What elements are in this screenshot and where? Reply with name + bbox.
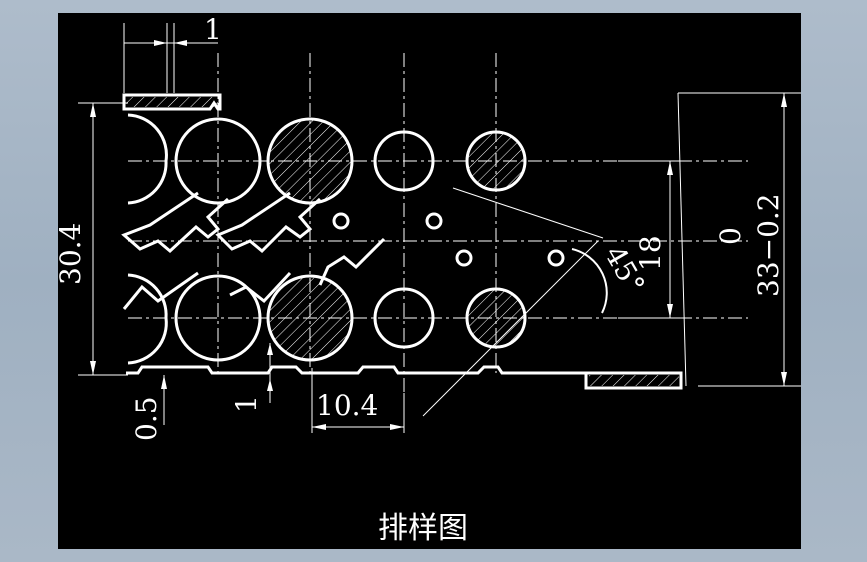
dim-row-spacing: 18 [634,235,667,271]
part-row-1 [127,113,527,205]
connecting-webs [121,191,386,310]
dim-offset-bottom: 1 [230,395,263,413]
drawing-caption: 排样图 [378,511,468,546]
dimension-arrows [90,40,787,430]
dim-offset-left: 0.5 [130,396,163,441]
part-row-2 [127,273,527,365]
dim-height-total: 30.4 [58,223,87,285]
angle-construction [422,187,608,417]
dim-width: 33−0.2 [752,193,785,297]
dim-pitch-top: 1 [204,13,222,46]
dim-tolerance-upper: 0 [714,227,747,245]
pilot-holes [332,212,565,267]
strip-layout-drawing: 1 30.4 0.5 1 10.4 45° 18 0 33−0.2 排样图 [58,13,801,546]
dimension-lines [78,23,801,433]
cad-viewport[interactable]: 1 30.4 0.5 1 10.4 45° 18 0 33−0.2 排样图 [58,13,801,549]
carrier-pads [126,97,679,386]
dim-pitch: 10.4 [316,389,378,422]
